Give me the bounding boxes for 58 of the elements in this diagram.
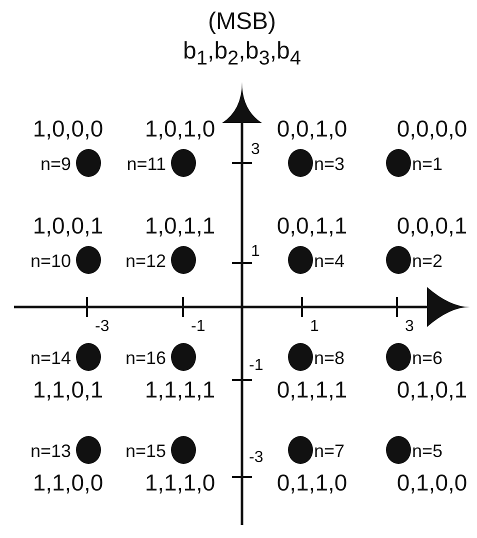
point-index-label: n=6	[412, 349, 443, 367]
point-index-label: n=12	[125, 252, 166, 270]
bit-pattern-label: 0,1,1,1	[276, 378, 348, 402]
constellation-dot	[386, 343, 410, 371]
tick-label: -1	[191, 319, 206, 335]
bit-pattern-label: 0,0,0,1	[396, 214, 468, 238]
point-index-label: n=7	[314, 442, 345, 460]
bit-pattern-label: 0,0,1,1	[276, 214, 348, 238]
bit-pattern-label: 1,0,0,0	[32, 118, 104, 140]
point-index-label: n=10	[30, 252, 71, 270]
constellation-dot	[386, 246, 410, 274]
bit-pattern-label: 0,0,0,0	[396, 118, 468, 140]
point-index-label: n=4	[314, 252, 345, 270]
constellation-dot	[288, 436, 312, 464]
constellation-dot	[386, 436, 410, 464]
constellation-dot	[170, 149, 196, 177]
bit-pattern-label: 0,1,1,0	[276, 472, 348, 494]
constellation-dot	[76, 436, 100, 464]
bit-pattern-label: 0,0,1,0	[276, 118, 348, 140]
constellation-dot	[288, 149, 312, 177]
bit-pattern-label: 1,0,0,1	[32, 214, 104, 238]
point-index-label: n=9	[40, 155, 71, 173]
constellation-dot	[288, 343, 312, 371]
constellation-dot	[76, 343, 100, 371]
bit-pattern-label: 1,0,1,1	[144, 214, 216, 238]
bit-pattern-label: 1,1,1,0	[144, 472, 216, 494]
bit-pattern-label: 0,1,0,1	[396, 378, 468, 402]
constellation-dot	[170, 436, 196, 464]
constellation-dot	[170, 246, 196, 274]
tick-label: -3	[95, 319, 110, 335]
tick-label: 3	[405, 319, 414, 335]
tick-label: 1	[251, 244, 260, 260]
point-index-label: n=3	[314, 155, 345, 173]
axis-title: b$_{1}$,b$_{2}$,b$_{3}$,b$_{4}$	[183, 40, 301, 68]
bit-pattern-label: 0,1,0,0	[396, 472, 468, 494]
constellation-dot	[76, 246, 100, 274]
point-index-label: n=15	[125, 442, 166, 460]
point-index-label: n=16	[125, 349, 166, 367]
point-index-label: n=1	[412, 155, 443, 173]
bit-pattern-label: 1,1,0,1	[32, 378, 104, 402]
bit-pattern-label: 1,1,1,1	[144, 378, 216, 402]
point-index-label: n=14	[30, 349, 71, 367]
constellation-dot	[288, 246, 312, 274]
tick-label: -1	[249, 358, 264, 374]
point-index-label: n=13	[30, 442, 71, 460]
point-index-label: n=8	[314, 349, 345, 367]
tick-label: 3	[251, 142, 260, 158]
axis-title: (MSB)	[208, 10, 276, 34]
constellation-dot	[386, 149, 410, 177]
constellation-dot	[76, 149, 100, 177]
point-index-label: n=5	[412, 442, 443, 460]
tick-label: 1	[310, 319, 319, 335]
constellation-dot	[170, 343, 196, 371]
tick-label: -3	[249, 450, 264, 466]
bit-pattern-label: 1,1,0,0	[32, 472, 104, 494]
point-index-label: n=11	[126, 155, 166, 173]
point-index-label: n=2	[412, 252, 443, 270]
bit-pattern-label: 1,0,1,0	[144, 118, 216, 140]
